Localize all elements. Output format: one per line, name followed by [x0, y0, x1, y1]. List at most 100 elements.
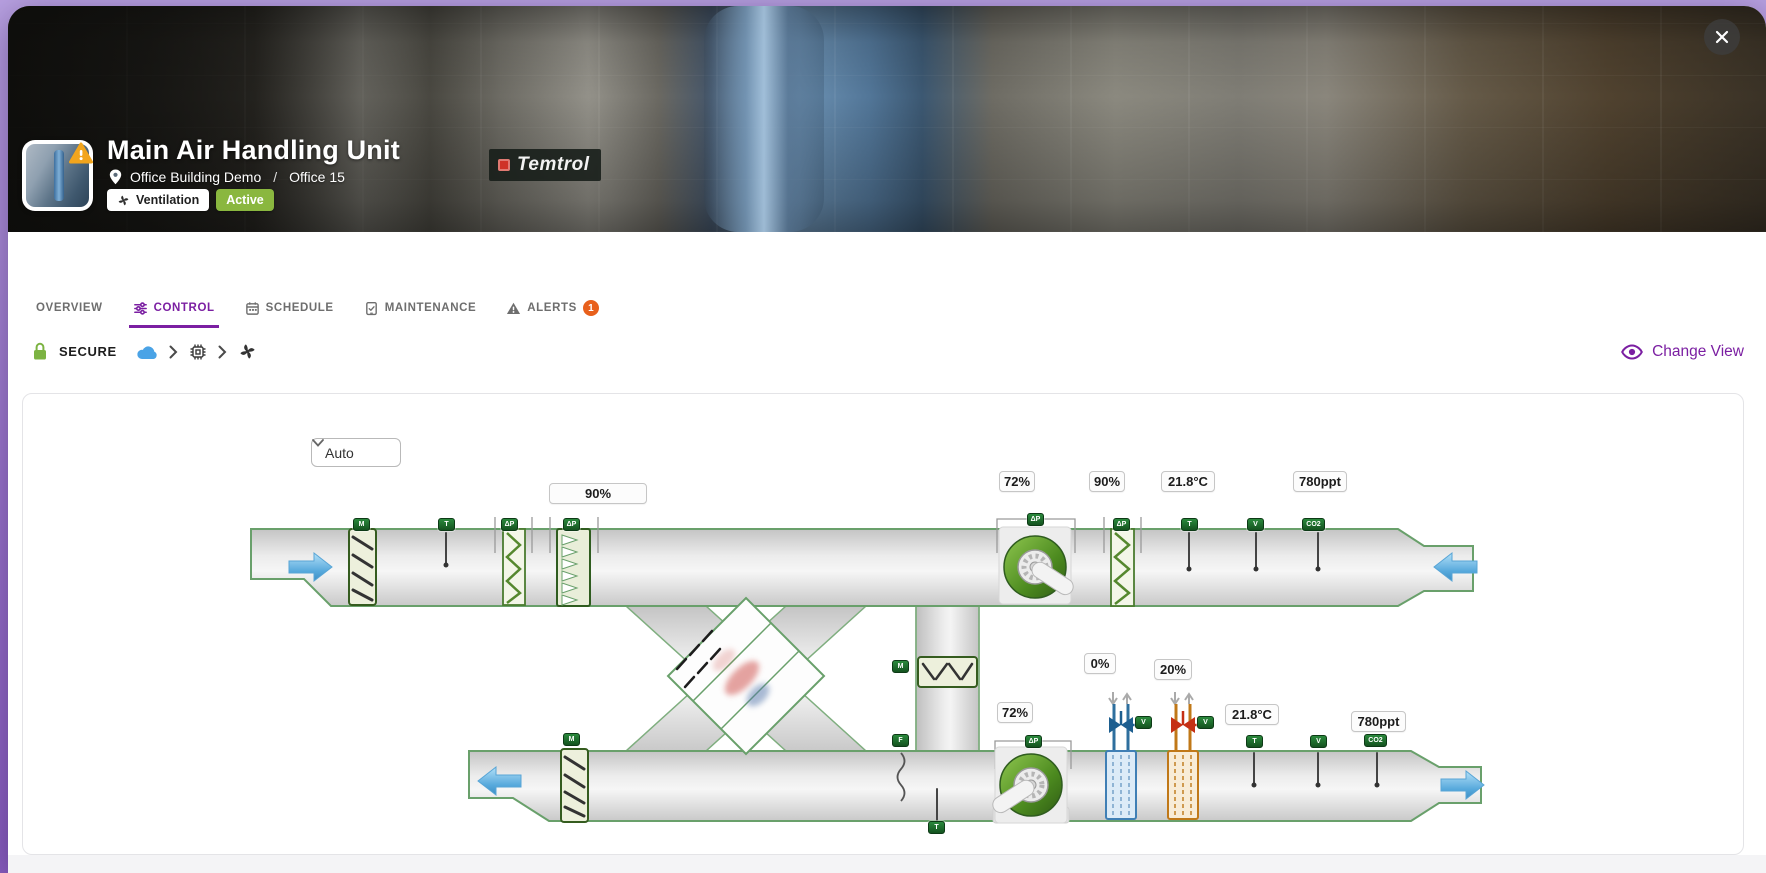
- sensor-tag-m: M: [892, 660, 909, 673]
- sensor-tag-v: V: [1310, 735, 1327, 748]
- asset-thumbnail[interactable]: [22, 140, 93, 211]
- location-pin-icon: [109, 169, 122, 185]
- lower-duct: [468, 750, 1482, 822]
- breadcrumb-site[interactable]: Office Building Demo: [130, 169, 262, 185]
- tab-bar: OVERVIEW CONTROL: [32, 298, 603, 328]
- alerts-count-badge: 1: [582, 300, 599, 316]
- breadcrumb: Office Building Demo / Office 15: [109, 169, 345, 185]
- return-air-in-arrow: [1433, 551, 1478, 583]
- exhaust-damper[interactable]: [560, 748, 589, 823]
- tab-overview[interactable]: OVERVIEW: [32, 298, 107, 328]
- supply-air-out-arrow: [1440, 769, 1485, 801]
- exhaust-air-out-arrow: [477, 765, 522, 797]
- status-chip-label: Active: [226, 193, 264, 207]
- sensor-tag-co2: CO2: [1364, 734, 1387, 747]
- chevron-right-icon: [218, 345, 227, 358]
- brand-logo-mark: [498, 159, 510, 171]
- chip-row: Ventilation Active: [107, 189, 274, 211]
- sensor-tag-t: T: [1181, 518, 1198, 531]
- supply-air-temp-label: 21.8°C: [1225, 704, 1279, 725]
- heating-valve-position-label[interactable]: 20%: [1154, 659, 1192, 680]
- chevron-right-icon: [169, 345, 178, 358]
- sensor-tag-t: T: [438, 518, 455, 531]
- return-air-sensors: [1186, 532, 1321, 572]
- heat-exchanger[interactable]: [666, 596, 826, 756]
- breadcrumb-zone[interactable]: Office 15: [289, 169, 345, 185]
- warning-badge-icon: [69, 142, 93, 164]
- ahu-schematic: [250, 517, 1485, 824]
- sensor-tag-co2: CO2: [1302, 518, 1325, 531]
- humidity-sensor: [896, 752, 906, 802]
- chevron-down-icon: [312, 439, 324, 447]
- sensor-tag-dp: ΔP: [563, 518, 580, 531]
- page-title: Main Air Handling Unit: [107, 135, 400, 165]
- outdoor-damper-position-label[interactable]: 90%: [549, 483, 647, 504]
- diagram-overlay: Auto 90% 72% 90% 21.8°C 780ppt 0% 20% 72% 21.8°C…: [23, 394, 1745, 856]
- heating-coil[interactable]: [1167, 692, 1200, 820]
- sensor-tag-f: F: [892, 734, 909, 747]
- hero-photo: Temtrol Main Air Handling Unit: [8, 6, 1766, 232]
- sensor-tag-dp: ΔP: [1027, 513, 1044, 526]
- tab-overview-label: OVERVIEW: [36, 302, 103, 314]
- sensor-tag-m: M: [353, 518, 370, 531]
- warning-icon: [507, 302, 521, 314]
- diagram-toolbar: SECURE: [32, 342, 1744, 361]
- tab-control-label: CONTROL: [153, 302, 215, 314]
- extract-filter-value-label[interactable]: 90%: [1089, 471, 1125, 492]
- extract-fan-speed-label[interactable]: 72%: [999, 471, 1035, 492]
- cloud-icon: [137, 345, 157, 359]
- lock-icon: [34, 342, 46, 360]
- sensor-tag-v: V: [1197, 716, 1214, 729]
- tune-icon: [133, 301, 147, 315]
- secure-label: SECURE: [59, 344, 117, 359]
- sensor-tag-t: T: [1246, 735, 1263, 748]
- mode-select[interactable]: Auto: [311, 438, 401, 467]
- sensor-tag-v: V: [1135, 716, 1152, 729]
- cooling-valve-position-label[interactable]: 0%: [1084, 653, 1116, 674]
- supply-air-co2-label: 780ppt: [1351, 711, 1406, 732]
- close-icon: [1715, 30, 1729, 44]
- tab-schedule-label: SCHEDULE: [265, 302, 334, 314]
- supply-fan[interactable]: [990, 740, 1072, 824]
- change-view-button[interactable]: Change View: [1621, 343, 1744, 361]
- outdoor-air-in-arrow: [288, 551, 333, 583]
- category-chip-ventilation: Ventilation: [107, 189, 210, 211]
- supply-air-sensors: [1251, 752, 1380, 788]
- mode-select-value: Auto: [325, 444, 354, 461]
- return-air-co2-label: 780ppt: [1293, 471, 1347, 492]
- sensor-tag-dp: ΔP: [1025, 735, 1042, 748]
- breadcrumb-separator: /: [273, 169, 278, 185]
- calendar-icon: [245, 301, 259, 315]
- outdoor-damper[interactable]: [348, 528, 377, 606]
- close-button[interactable]: [1704, 19, 1740, 55]
- connection-path: SECURE: [32, 342, 257, 361]
- intake-temp-sensor: [443, 532, 449, 568]
- intake-filter-2[interactable]: [556, 528, 591, 607]
- brand-logo-text: Temtrol: [517, 154, 590, 175]
- supply-fan-speed-label[interactable]: 72%: [997, 702, 1033, 723]
- tab-alerts[interactable]: ALERTS 1: [502, 298, 603, 328]
- controller-chip-icon: [190, 344, 206, 359]
- device-fan-icon: [240, 344, 255, 359]
- tab-alerts-label: ALERTS: [527, 302, 577, 314]
- return-air-temp-label: 21.8°C: [1161, 471, 1215, 492]
- extract-fan[interactable]: [996, 518, 1076, 605]
- sensor-tag-t: T: [928, 821, 945, 834]
- recirculation-damper[interactable]: [917, 656, 978, 688]
- modal-footer-strip: [8, 855, 1766, 873]
- fan-icon: [118, 195, 129, 205]
- asset-detail-modal: Temtrol Main Air Handling Unit: [8, 6, 1766, 873]
- sensor-tag-dp: ΔP: [1113, 518, 1130, 531]
- status-chip-active: Active: [216, 189, 274, 211]
- sensor-tag-m: M: [563, 733, 580, 746]
- change-view-label: Change View: [1652, 342, 1744, 360]
- tab-maintenance[interactable]: MAINTENANCE: [360, 298, 481, 328]
- tab-maintenance-label: MAINTENANCE: [384, 302, 477, 314]
- tab-control[interactable]: CONTROL: [128, 298, 219, 328]
- sensor-tag-v: V: [1247, 518, 1264, 531]
- photo-blue-pipe: [704, 6, 824, 232]
- control-diagram-panel: Auto 90% 72% 90% 21.8°C 780ppt 0% 20% 72% 21.8°C…: [22, 393, 1744, 855]
- category-chip-label: Ventilation: [136, 193, 200, 207]
- tab-schedule[interactable]: SCHEDULE: [241, 298, 338, 328]
